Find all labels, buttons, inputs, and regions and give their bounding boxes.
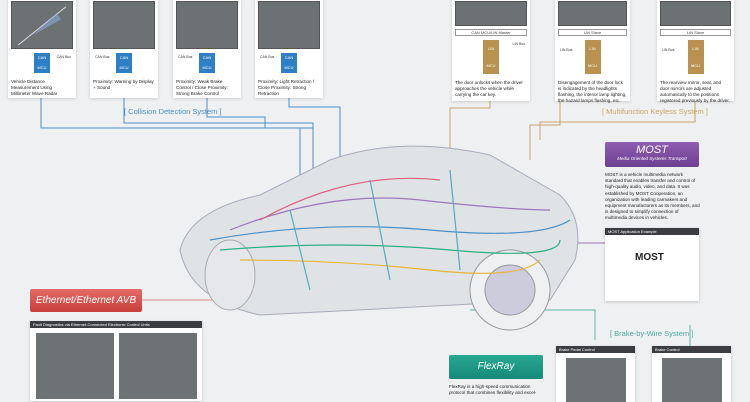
card-caption: Proximity: Warning by Display + Sound [93, 79, 154, 90]
mirror-illustration [660, 1, 731, 26]
bus-label: CAN Bus [178, 55, 193, 59]
fault-diagnostics-header: Fault Diagnostics via Ethernet-Connected… [30, 321, 202, 328]
fault-diagnostics-panel: Fault Diagnostics via Ethernet-Connected… [30, 321, 202, 401]
car-key-illustration [455, 1, 527, 26]
collision-detection-label: [ Collision Detection System ] [124, 107, 222, 116]
most-example-panel: MOST Application Example MOST [605, 228, 699, 301]
keyless-card-mirror: LIN Slave LIN Bus LIN MCU The rearview mi… [657, 0, 734, 103]
brake-control-header: Brake Control [652, 346, 731, 353]
radar-illustration [11, 1, 73, 49]
headlight-illustration [558, 1, 627, 26]
most-title: MOST [636, 144, 668, 156]
card-caption: Proximity: Light Retraction / Close Prox… [258, 79, 315, 96]
seat-illustration [258, 1, 320, 49]
brake-pedal-header: Brake Pedal Control [556, 346, 635, 353]
card-sublabel: LIN Slave [558, 29, 627, 36]
most-description: MOST is a vehicle multimedia network sta… [605, 172, 700, 221]
card-caption: Proximity: Weak Brake Control / Close Pr… [176, 79, 228, 96]
most-badge: MOST Media Oriented Systems Transport [605, 142, 699, 167]
keyless-card-lamps: LIN Slave LIN Bus LIN MCU Disengagement o… [555, 0, 630, 103]
card-caption: Disengagement of the door lock is indica… [558, 80, 627, 103]
card-sublabel: LIN Slave [660, 29, 731, 36]
keyless-card-unlock: CAN MCU/LIN Master LIN Bus LIN MCU The do… [452, 0, 530, 101]
bus-label: CAN Bus [95, 55, 110, 59]
flexray-badge: FlexRay [449, 355, 543, 379]
card-caption: The rearview mirror, seat, and door mirr… [660, 80, 730, 103]
bus-label: LIN Bus [560, 48, 573, 52]
mechanic-illustration [36, 333, 114, 399]
brake-illustration [176, 1, 238, 49]
brake-control-panel: Brake Control [652, 346, 731, 402]
bus-label: CAN Bus [260, 55, 275, 59]
flexray-description: FlexRay is a high-speed communication pr… [449, 384, 537, 396]
can-mcu: CAN MCU [281, 53, 297, 73]
collision-card-warning: CAN Bus CAN MCU Proximity: Warning by Dis… [90, 0, 158, 98]
most-subtitle: Media Oriented Systems Transport [617, 156, 687, 161]
lin-mcu: LIN MCU [584, 40, 601, 74]
lin-mcu: LIN MCU [687, 40, 704, 74]
brake-pedal-panel: Brake Pedal Control [556, 346, 635, 402]
can-mcu: CAN MCU [34, 53, 50, 73]
bus-label: LIN Bus [512, 42, 525, 46]
driver-illustration [119, 333, 197, 399]
card-sublabel: CAN MCU/LIN Master [455, 29, 527, 36]
can-mcu: CAN MCU [199, 53, 215, 73]
pedal-illustration [566, 358, 626, 402]
collision-card-seatbelt: CAN Bus CAN MCU Proximity: Light Retracti… [255, 0, 323, 98]
interior-illustration [93, 1, 155, 49]
card-caption: The door unlocks when the driver approac… [455, 80, 523, 97]
can-mcu: CAN MCU [116, 53, 132, 73]
most-example-header: MOST Application Example [605, 228, 699, 235]
wheel-illustration [662, 358, 722, 402]
bus-label: LIN Bus [662, 48, 675, 52]
collision-card-brake: CAN Bus CAN MCU Proximity: Weak Brake Con… [173, 0, 241, 98]
lin-mcu: LIN MCU [483, 40, 499, 74]
most-logo: MOST [635, 252, 664, 263]
bus-label: CAN Bus [56, 55, 71, 59]
collision-card-radar: CAN Bus CAN MCU Vehicle Distance Measurem… [8, 0, 76, 98]
keyless-system-label: [ Multifunction Keyless System ] [602, 107, 708, 116]
car-wiring-illustration [179, 145, 579, 331]
brake-by-wire-label: [ Brake-by-Wire System ] [610, 329, 694, 338]
ethernet-badge: Ethernet/Ethernet AVB [30, 289, 142, 312]
card-caption: Vehicle Distance Measurement Using Milli… [11, 79, 58, 96]
